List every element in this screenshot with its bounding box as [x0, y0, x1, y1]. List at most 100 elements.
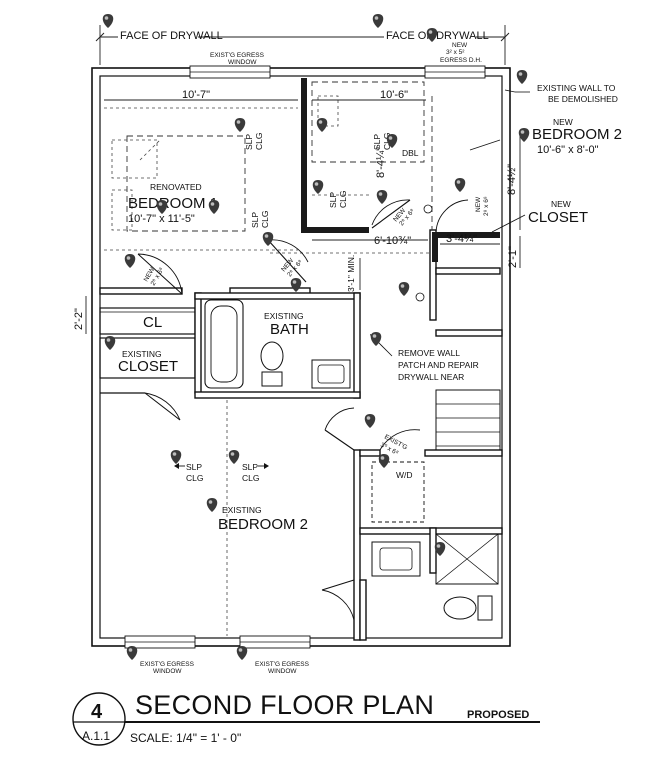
- dimension-lines: 10'-7" 10'-6" 8'-4½" 8'-4¼" 6'-10¾" 3'-4…: [73, 89, 521, 334]
- note-remove-wall-l3: DRYWALL NEAR: [398, 372, 464, 382]
- status-label: PROPOSED: [467, 709, 529, 721]
- dim-mid-width: 10'-6": [380, 89, 408, 101]
- drawing-number: 4: [91, 701, 103, 723]
- bedroom1-name: BEDROOM 1: [128, 195, 218, 212]
- sink-lower: [371, 541, 421, 577]
- slp-3: SLP: [372, 134, 382, 150]
- window-top-right-line2: 3² x 5²: [446, 49, 465, 56]
- scale-label: SCALE: 1/4" = 1' - 0": [130, 731, 241, 745]
- bedroom2-existing-prefix: EXISTING: [222, 505, 262, 515]
- window-top-left-line2: WINDOW: [228, 59, 257, 66]
- dbl-label: DBL: [402, 148, 419, 158]
- note-remove-wall-l2: PATCH AND REPAIR: [398, 360, 479, 370]
- map-pin-icon: [262, 232, 274, 246]
- sink-upper: [311, 359, 351, 389]
- clg-1: CLG: [254, 133, 264, 150]
- map-pin-icon: [516, 70, 528, 84]
- map-pin-icon: [170, 450, 182, 464]
- bath-fixtures: [204, 299, 493, 621]
- dim-closet-depth: 2'-1": [507, 246, 519, 268]
- map-pin-icon: [376, 190, 388, 204]
- map-pin-icon: [386, 134, 398, 148]
- door-new-4-l1: NEW: [475, 196, 482, 212]
- interior-walls: [99, 78, 503, 641]
- dim-hall-width: 6'-10¾": [374, 235, 411, 247]
- doors: [137, 199, 469, 621]
- bedroom2-new-name: BEDROOM 2: [532, 126, 622, 143]
- map-pin-icon: [228, 450, 240, 464]
- clg-3: CLG: [382, 133, 392, 150]
- map-pin-icon: [206, 498, 218, 512]
- map-pin-icon: [234, 118, 246, 132]
- dim-bed1-width: 10'-7": [182, 89, 210, 101]
- clg-5: CLG: [186, 473, 203, 483]
- room-labels: RENOVATED BEDROOM 1 10'-7" x 11'-5" NEW …: [118, 117, 622, 533]
- cl-label: CL: [143, 314, 162, 331]
- bath-name: BATH: [270, 321, 309, 338]
- slp-5: SLP: [186, 462, 202, 472]
- bedroom2-new-size: 10'-6" x 8'-0": [537, 144, 599, 156]
- map-pin-icon: [104, 336, 116, 350]
- slp-2: SLP: [250, 212, 260, 228]
- window-bottom-right-line1: EXIST'G EGRESS: [255, 661, 310, 668]
- sheet-circle: [72, 692, 126, 746]
- toilet-lower: [443, 596, 477, 620]
- dim-hall-min: 3'-1" MIN.: [346, 255, 356, 292]
- title-block: 4 A.1.1 SECOND FLOOR PLAN PROPOSED SCALE…: [72, 690, 540, 746]
- closet-new-name: CLOSET: [528, 209, 588, 226]
- slope-ceiling-labels: SLP CLG SLP CLG SLP CLG SLP CLG SLP CLG …: [174, 133, 392, 483]
- map-pin-icon: [372, 14, 384, 28]
- map-pin-icon: [236, 646, 248, 660]
- map-pin-icon: [208, 200, 220, 214]
- clg-4: CLG: [338, 191, 348, 208]
- window-top-left-line1: EXIST'G EGRESS: [210, 52, 265, 59]
- door-new-4-l2: 2⁸ x 6⁸: [483, 196, 490, 216]
- dim-dbl-depth: 8'-4¼": [375, 147, 387, 178]
- map-pin-icon: [316, 118, 328, 132]
- map-pin-icon: [126, 646, 138, 660]
- map-pin-icon: [102, 14, 114, 28]
- bedroom2-existing-name: BEDROOM 2: [218, 516, 308, 533]
- face-of-drywall-left-label: FACE OF DRYWALL: [120, 30, 223, 42]
- clg-2: CLG: [260, 211, 270, 228]
- map-pin-icon: [426, 28, 438, 42]
- bath-prefix: EXISTING: [264, 311, 304, 321]
- bathtub: [204, 299, 244, 389]
- slp-1: SLP: [244, 134, 254, 150]
- window-bottom-right-line2: WINDOW: [268, 668, 297, 675]
- map-pin-icon: [398, 282, 410, 296]
- window-labels: EXIST'G EGRESS WINDOW NEW 3² x 5² EGRESS…: [140, 42, 482, 675]
- plan-title: SECOND FLOOR PLAN: [135, 690, 434, 720]
- note-existing-wall-l1: EXISTING WALL TO: [537, 83, 616, 93]
- map-pin-icon: [370, 332, 382, 346]
- bedroom2-new-prefix: NEW: [553, 117, 573, 127]
- window-bottom-left-line2: WINDOW: [153, 668, 182, 675]
- furniture-dashed: [104, 81, 433, 636]
- bedroom1-size: 10'-7" x 11'-5": [128, 213, 195, 225]
- map-pin-icon: [378, 454, 390, 468]
- slp-4: SLP: [328, 192, 338, 208]
- clg-6: CLG: [242, 473, 259, 483]
- bedroom1-prefix: RENOVATED: [150, 182, 202, 192]
- note-existing-wall-l2: BE DEMOLISHED: [548, 94, 618, 104]
- sheet-number: A.1.1: [82, 729, 110, 743]
- dim-cl-depth: 2'-2": [73, 308, 85, 330]
- location-pins: [102, 14, 530, 660]
- closet-existing-name: CLOSET: [118, 358, 178, 375]
- map-pin-icon: [290, 278, 302, 292]
- window-top-right-line3: EGRESS D.H.: [440, 57, 482, 64]
- map-pin-icon: [156, 200, 168, 214]
- slp-6: SLP: [242, 462, 258, 472]
- note-remove-wall-l1: REMOVE WALL: [398, 348, 460, 358]
- map-pin-icon: [518, 128, 530, 142]
- toilet-upper: [260, 341, 284, 371]
- wd-label: W/D: [396, 470, 413, 480]
- dim-bed2-depth: 8'-4½": [506, 164, 518, 195]
- window-top-right-line1: NEW: [452, 42, 468, 49]
- map-pin-icon: [454, 178, 466, 192]
- closet-existing-prefix: EXISTING: [122, 349, 162, 359]
- dim-closet-width: 3'-4¼": [446, 233, 477, 245]
- map-pin-icon: [364, 414, 376, 428]
- face-of-drywall-dimension: FACE OF DRYWALL FACE OF DRYWALL: [95, 25, 510, 65]
